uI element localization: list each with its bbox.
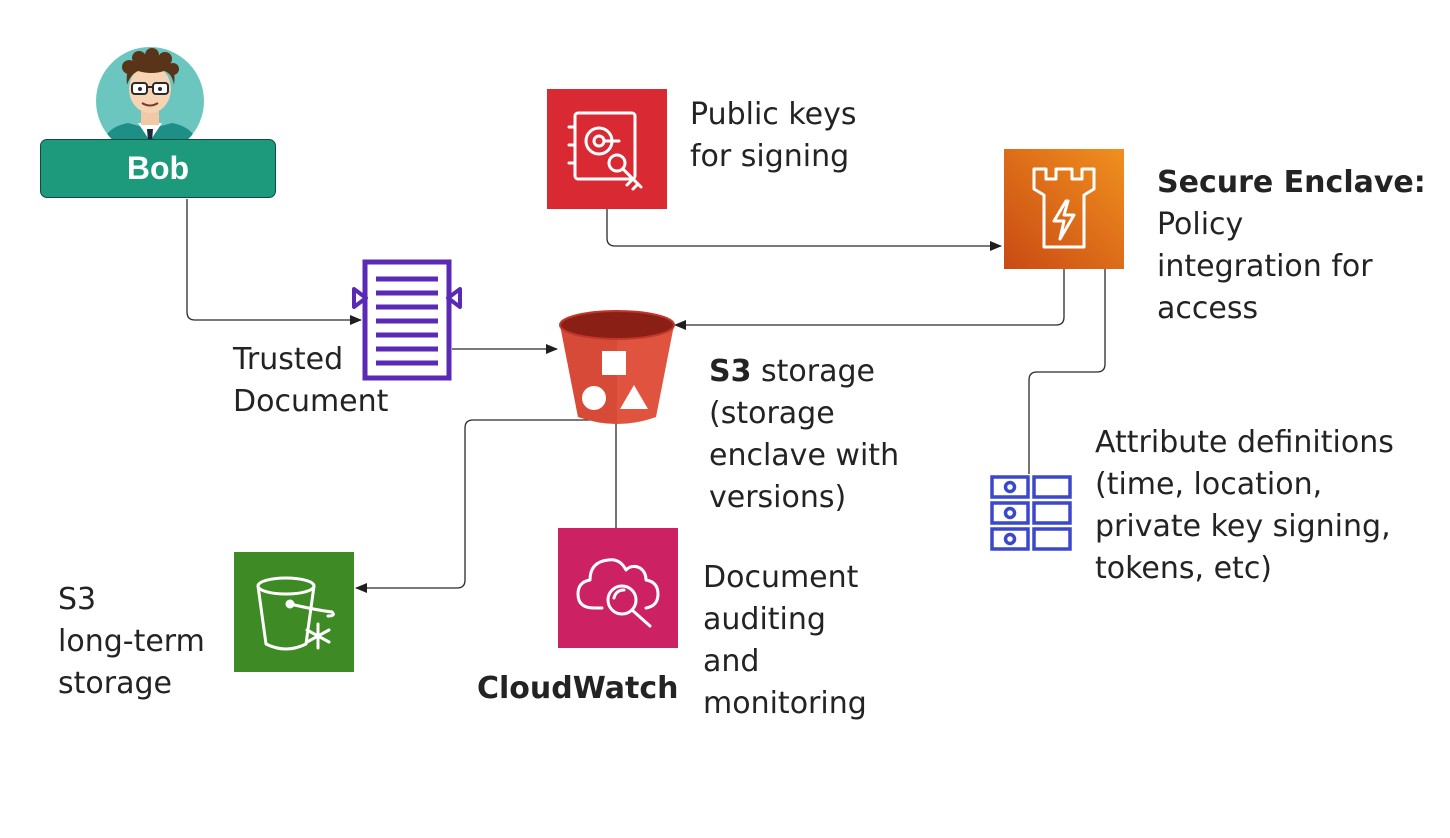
attributes-node[interactable]: [989, 474, 1073, 552]
trusted-document-node[interactable]: [352, 259, 462, 381]
bob-label-box: Bob: [40, 139, 276, 198]
secure-enclave-label: Secure Enclave: Policy integration for a…: [1157, 165, 1426, 326]
castle-tower-icon: [1032, 167, 1096, 249]
cloudwatch-title: CloudWatch: [477, 671, 679, 706]
cloudwatch-search-icon: [576, 558, 660, 628]
bob-node[interactable]: [94, 45, 206, 155]
connector-s3-to-longterm: [355, 419, 590, 593]
s3-glacier-bucket-icon: [256, 576, 335, 651]
s3-long-term-node[interactable]: [234, 552, 354, 672]
document-icon: [352, 259, 462, 381]
s3-storage-node[interactable]: [556, 307, 678, 427]
s3-long-term-label: S3 long-term storage: [58, 582, 205, 701]
secure-enclave-node[interactable]: [1004, 149, 1124, 269]
s3-storage-label: S3 storage (storage enclave with version…: [709, 354, 900, 515]
s3-storage-bold: S3: [709, 354, 752, 389]
attributes-label: Attribute definitions (time, location, p…: [1095, 425, 1394, 586]
connector-bob-to-document: [186, 199, 362, 325]
secure-enclave-title: Secure Enclave:: [1157, 165, 1426, 200]
trusted-document-label: Trusted Document: [233, 342, 389, 419]
connector-enclave-to-attributes: [1028, 269, 1106, 474]
public-keys-label: Public keys for signing: [690, 97, 857, 174]
person-avatar-icon: [96, 47, 204, 155]
public-keys-node[interactable]: [547, 89, 667, 209]
connector-enclave-to-s3: [674, 269, 1065, 330]
connector-keys-to-enclave: [606, 209, 1002, 251]
cloudwatch-label: Document auditing and monitoring: [703, 560, 867, 721]
attribute-table-icon: [990, 475, 1072, 551]
cloudwatch-node[interactable]: [558, 528, 678, 648]
key-vault-icon: [567, 111, 643, 191]
s3-bucket-icon: [559, 310, 675, 424]
